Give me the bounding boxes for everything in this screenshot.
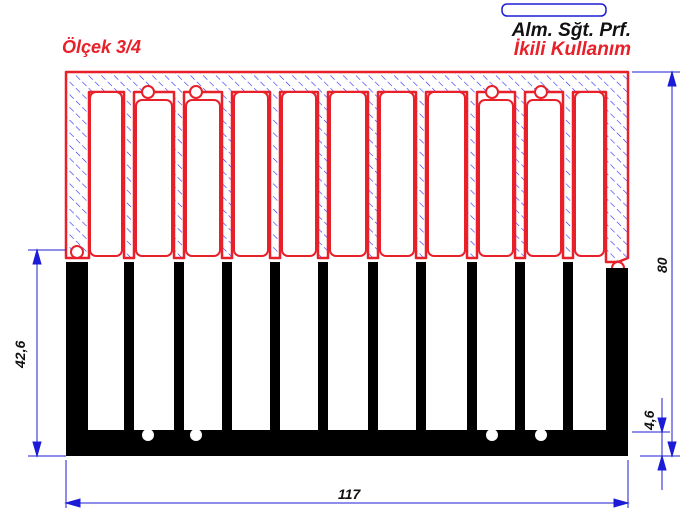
profile-title: Alm. Sğt. Prf. — [511, 20, 631, 41]
scale-label: Ölçek 3/4 — [62, 37, 142, 57]
lower-profile-section — [66, 262, 628, 456]
lower-profile-base — [66, 262, 628, 456]
usage-label: İkili Kullanım — [513, 39, 631, 60]
height-dimension: 80 — [654, 257, 670, 273]
upper-screw-bosses — [70, 85, 625, 275]
base-thickness-dimension: 4,6 — [641, 410, 657, 430]
dimension-lines — [28, 70, 680, 508]
lower-screw-bosses — [142, 429, 547, 441]
upper-fin-slots — [89, 91, 605, 257]
width-dimension: 117 — [338, 486, 361, 502]
title-frame — [501, 3, 607, 17]
upper-profile-section — [64, 70, 630, 275]
lower-height-dimension: 42,6 — [12, 340, 28, 368]
